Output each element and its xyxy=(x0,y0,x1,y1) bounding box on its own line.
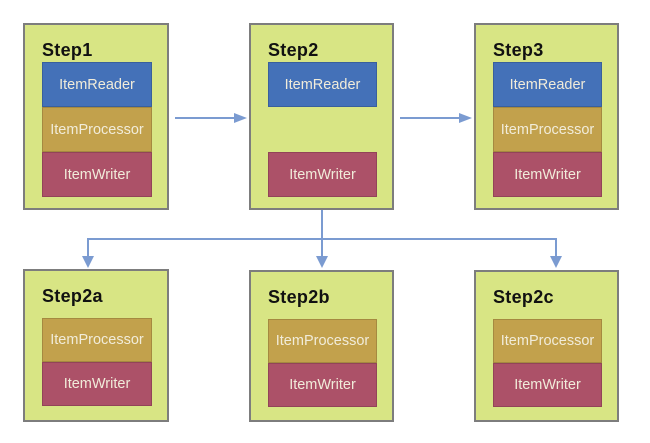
component-itemwriter: ItemWriter xyxy=(42,152,152,197)
step-title-step2: Step2 xyxy=(268,40,319,60)
component-itemprocessor: ItemProcessor xyxy=(493,319,602,363)
component-itemreader: ItemReader xyxy=(493,62,602,107)
arrow-step2-to-step3 xyxy=(400,117,460,119)
step-title-step2b: Step2b xyxy=(268,287,330,307)
component-itemwriter: ItemWriter xyxy=(42,362,152,406)
arrowhead-down-icon xyxy=(82,256,94,268)
step-node-step2: Step2 ItemReader ItemWriter xyxy=(249,23,394,210)
arrowhead-down-icon xyxy=(550,256,562,268)
step-title-step1: Step1 xyxy=(42,40,93,60)
step-node-step2b: Step2b ItemProcessor ItemWriter xyxy=(249,270,394,422)
component-itemreader: ItemReader xyxy=(42,62,152,107)
connector-step2-stem xyxy=(321,210,323,240)
step-title-step3: Step3 xyxy=(493,40,544,60)
component-itemprocessor: ItemProcessor xyxy=(42,318,152,362)
connector-step2b-stem xyxy=(321,240,323,257)
step-node-step3: Step3 ItemReader ItemProcessor ItemWrite… xyxy=(474,23,619,210)
component-itemwriter: ItemWriter xyxy=(493,152,602,197)
step-node-step2a: Step2a ItemProcessor ItemWriter xyxy=(23,269,169,422)
arrowhead-right-icon xyxy=(234,113,247,123)
component-itemprocessor: ItemProcessor xyxy=(268,319,377,363)
component-itemprocessor: ItemProcessor xyxy=(42,107,152,152)
connector-branch-line xyxy=(87,238,557,240)
arrowhead-right-icon xyxy=(459,113,472,123)
step-node-step1: Step1 ItemReader ItemProcessor ItemWrite… xyxy=(23,23,169,210)
component-itemreader: ItemReader xyxy=(268,62,377,107)
component-itemwriter: ItemWriter xyxy=(268,363,377,407)
step-title-step2c: Step2c xyxy=(493,287,554,307)
component-itemprocessor: ItemProcessor xyxy=(493,107,602,152)
component-itemwriter: ItemWriter xyxy=(268,152,377,197)
connector-step2c-stem xyxy=(555,238,557,257)
step-node-step2c: Step2c ItemProcessor ItemWriter xyxy=(474,270,619,422)
component-itemwriter: ItemWriter xyxy=(493,363,602,407)
connector-step2a-stem xyxy=(87,238,89,257)
arrowhead-down-icon xyxy=(316,256,328,268)
arrow-step1-to-step2 xyxy=(175,117,235,119)
step-title-step2a: Step2a xyxy=(42,286,103,306)
